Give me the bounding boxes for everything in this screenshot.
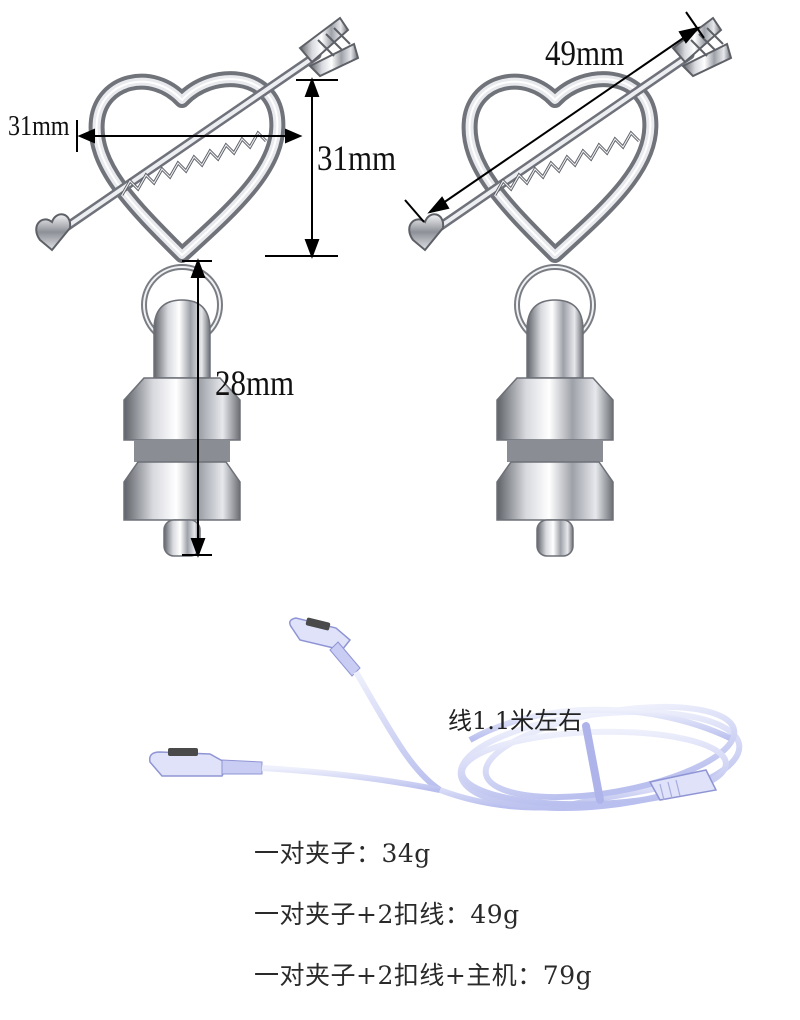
weight-line-1: 一对夹子：34g [254, 839, 431, 868]
heart-width-dimension [76, 120, 303, 152]
pendant-length-dimension [182, 258, 212, 558]
right-heart-clamp [409, 18, 731, 556]
arrow-length-label: 49mm [545, 33, 625, 73]
weight-line-3: 一对夹子+2扣线+主机：79g [254, 961, 593, 990]
pendant-length-label: 28mm [215, 363, 295, 403]
electrode-cable [148, 617, 743, 812]
arrow-length-dimension [404, 11, 705, 223]
heart-height-dimension [265, 77, 338, 259]
weight-line-2: 一对夹子+2扣线：49g [254, 900, 520, 929]
cable-length-note: 线1.1米左右 [448, 707, 583, 735]
heart-height-label: 31mm [317, 138, 397, 178]
heart-width-label: 31mm [8, 111, 70, 142]
